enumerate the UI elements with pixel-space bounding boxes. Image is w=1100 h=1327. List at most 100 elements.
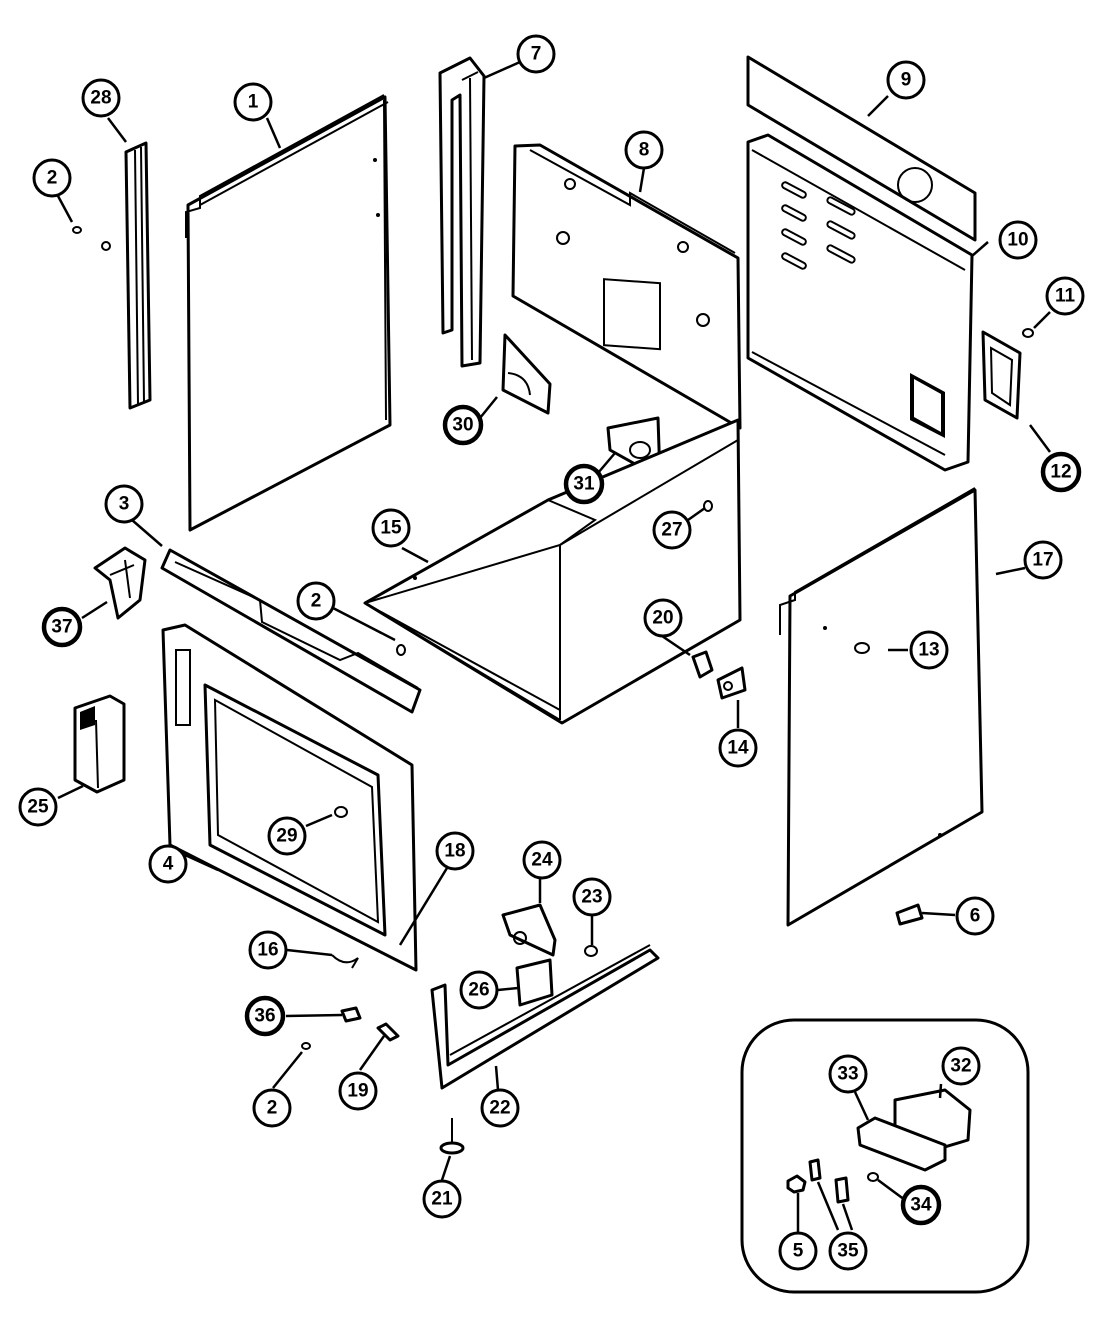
part-16-clip [331,954,359,969]
part-36-screw [340,1006,362,1023]
svg-text:25: 25 [27,797,49,818]
part-5-nut [786,1174,807,1194]
part-6-clip [895,903,924,926]
part-37-bracket [93,546,147,620]
svg-text:1: 1 [248,92,259,113]
part-13-screw [854,642,870,654]
callout-28: 28 [81,78,121,118]
svg-text:22: 22 [489,1098,510,1119]
part-7-vertical-channel [438,56,486,368]
part-21-leveling-leg [439,1118,465,1155]
callout-23: 23 [572,877,612,917]
part-15-oven-box [363,418,742,725]
svg-text:28: 28 [90,88,111,109]
svg-text:31: 31 [573,474,595,495]
svg-text:12: 12 [1050,462,1071,483]
callout-18: 18 [435,831,475,871]
callout-27: 27 [652,510,692,550]
svg-text:2: 2 [311,591,322,612]
svg-text:9: 9 [901,70,912,91]
callout-11: 11 [1045,276,1085,316]
svg-text:34: 34 [910,1195,932,1216]
part-29-screw [334,806,348,818]
svg-text:18: 18 [444,841,465,862]
callout-17: 17 [1023,540,1063,580]
part-8-rear-panel [511,143,742,430]
leader-lines [56,60,1052,1232]
callout-26: 26 [459,970,499,1010]
part-2-screw-lower [301,1042,311,1050]
callout-30: 30 [442,404,484,446]
callout-14: 14 [718,728,758,768]
svg-text:15: 15 [380,518,402,539]
svg-text:24: 24 [531,850,553,871]
callout-34: 34 [900,1184,942,1226]
callout-2-middle: 2 [296,581,336,621]
part-22-kick-rail [430,944,660,1090]
svg-text:27: 27 [661,520,682,541]
part-33-terminal-block [856,1116,947,1172]
part-14-bracket [716,666,747,700]
part-30-gusset [501,333,552,415]
part-2-screw-upper [72,226,82,234]
callout-25: 25 [18,787,58,827]
callout-5: 5 [778,1231,818,1271]
inset-kit-box [740,1018,1030,1294]
part-23-screw [584,945,598,957]
part-17-right-side-panel [779,487,984,927]
svg-text:32: 32 [950,1056,971,1077]
svg-text:35: 35 [837,1241,859,1262]
callout-20: 20 [643,598,683,638]
callout-12: 12 [1040,451,1082,493]
svg-text:37: 37 [51,617,72,638]
svg-text:7: 7 [531,44,542,65]
callout-29: 29 [267,816,307,856]
callout-8: 8 [624,130,664,170]
svg-text:21: 21 [431,1189,453,1210]
part-11-screw [1022,328,1034,338]
part-10-back-panel [746,133,974,472]
callout-36: 36 [244,995,286,1037]
part-1-side-panel [185,94,392,532]
callout-1: 1 [233,82,273,122]
callout-24: 24 [522,840,562,880]
svg-text:3: 3 [119,494,130,515]
svg-text:17: 17 [1032,550,1053,571]
part-19-pin [376,1022,400,1042]
svg-text:2: 2 [267,1098,278,1119]
svg-text:19: 19 [347,1081,368,1102]
part-2-screw-middle [396,644,406,656]
svg-text:26: 26 [468,980,489,1001]
svg-text:10: 10 [1007,230,1028,251]
part-35-clips [808,1158,850,1204]
svg-text:11: 11 [1055,286,1076,307]
callout-13: 13 [909,630,949,670]
svg-text:13: 13 [918,640,939,661]
callout-3: 3 [104,484,144,524]
svg-text:2: 2 [47,168,58,189]
svg-text:6: 6 [970,906,981,927]
callout-15: 15 [371,508,411,548]
part-24-bracket [501,903,557,957]
callout-33: 33 [828,1054,868,1094]
svg-text:36: 36 [254,1006,275,1027]
part-34-screw [867,1172,879,1182]
svg-text:16: 16 [257,940,278,961]
svg-text:8: 8 [639,140,650,161]
callout-35: 35 [828,1231,868,1271]
callout-2: 2 [32,158,72,198]
svg-text:33: 33 [837,1064,858,1085]
callout-2-lower: 2 [252,1088,292,1128]
part-9-top-panel [746,55,977,242]
callout-10: 10 [998,220,1038,260]
svg-text:14: 14 [727,738,749,759]
callout-21: 21 [422,1179,462,1219]
svg-text:20: 20 [652,608,673,629]
svg-text:4: 4 [163,854,174,875]
callout-31: 31 [563,463,605,505]
callout-32: 32 [941,1046,981,1086]
callout-16: 16 [248,930,288,970]
svg-text:23: 23 [581,887,602,908]
